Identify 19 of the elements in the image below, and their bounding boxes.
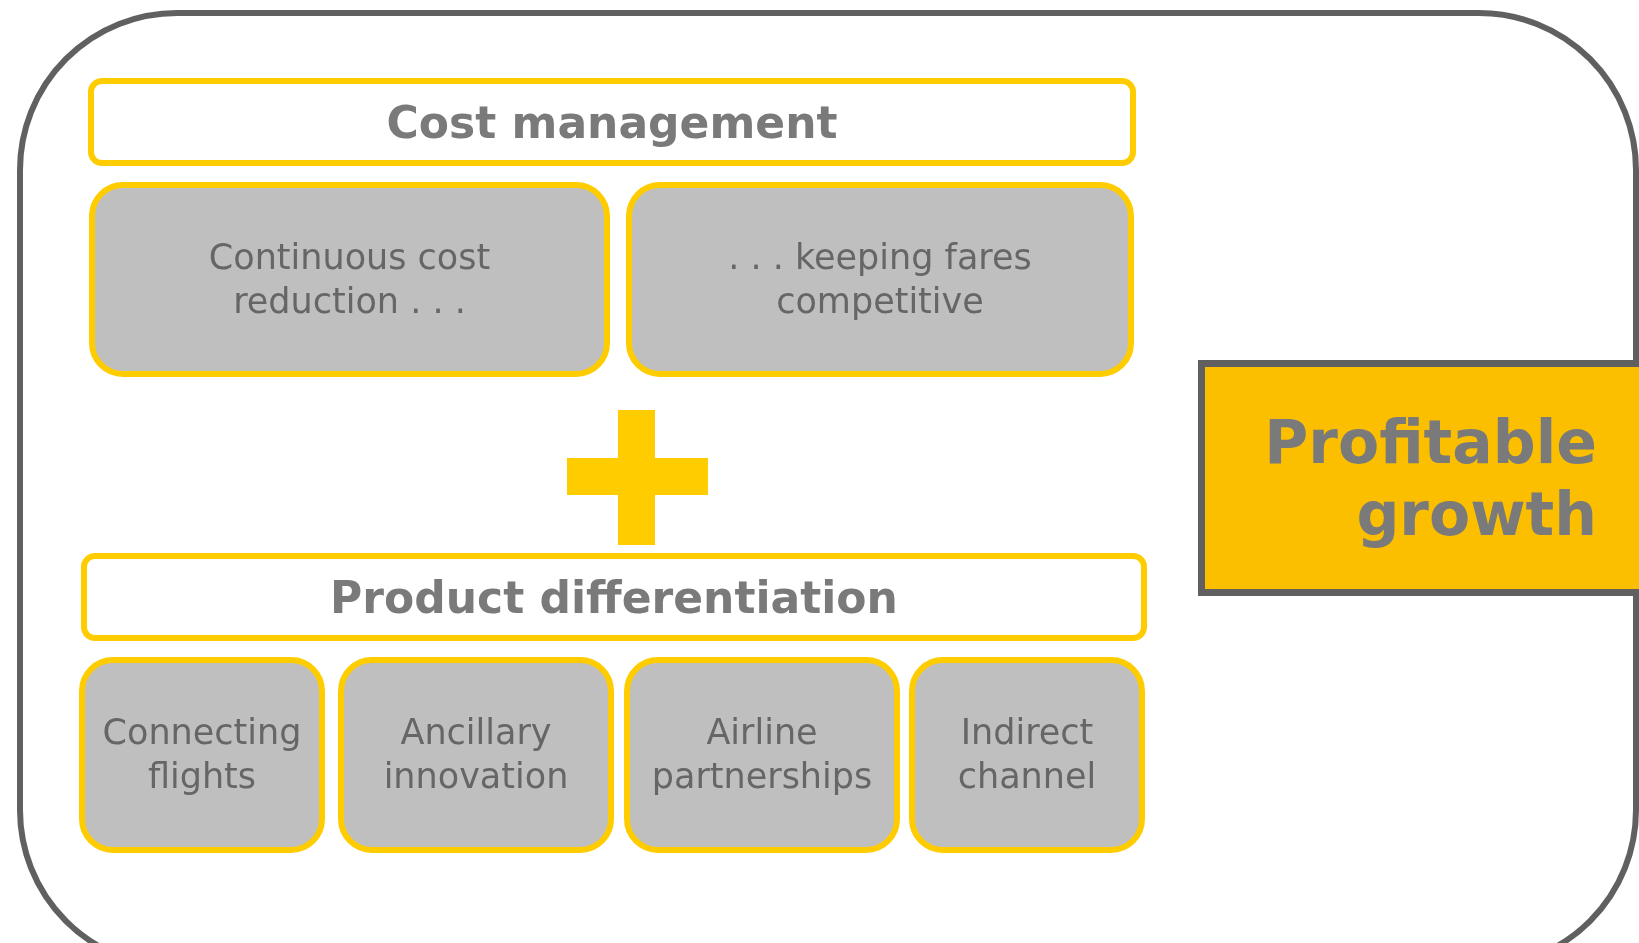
box-text: Product differentiation [330,571,898,623]
box-text: Cost management [386,96,838,148]
topic-box [338,657,614,853]
topic-box [89,182,610,377]
outer-frame [17,10,1639,943]
topic-box [626,182,1134,377]
heading-box [88,78,1136,166]
box-text: Ancillary innovation [382,711,570,798]
box-text: Indirect channel [956,711,1098,798]
box-text: . . . keeping fares competitive [727,235,1033,323]
box-text: Profitable growth [1263,406,1597,550]
topic-box [624,657,900,853]
goal-box [1198,360,1639,596]
box-text: Airline partnerships [650,711,874,798]
topic-box [79,657,325,853]
heading-box [81,553,1147,641]
box-text: Connecting flights [101,711,303,798]
topic-box [909,657,1145,853]
box-text: Continuous cost reduction . . . [207,235,492,323]
